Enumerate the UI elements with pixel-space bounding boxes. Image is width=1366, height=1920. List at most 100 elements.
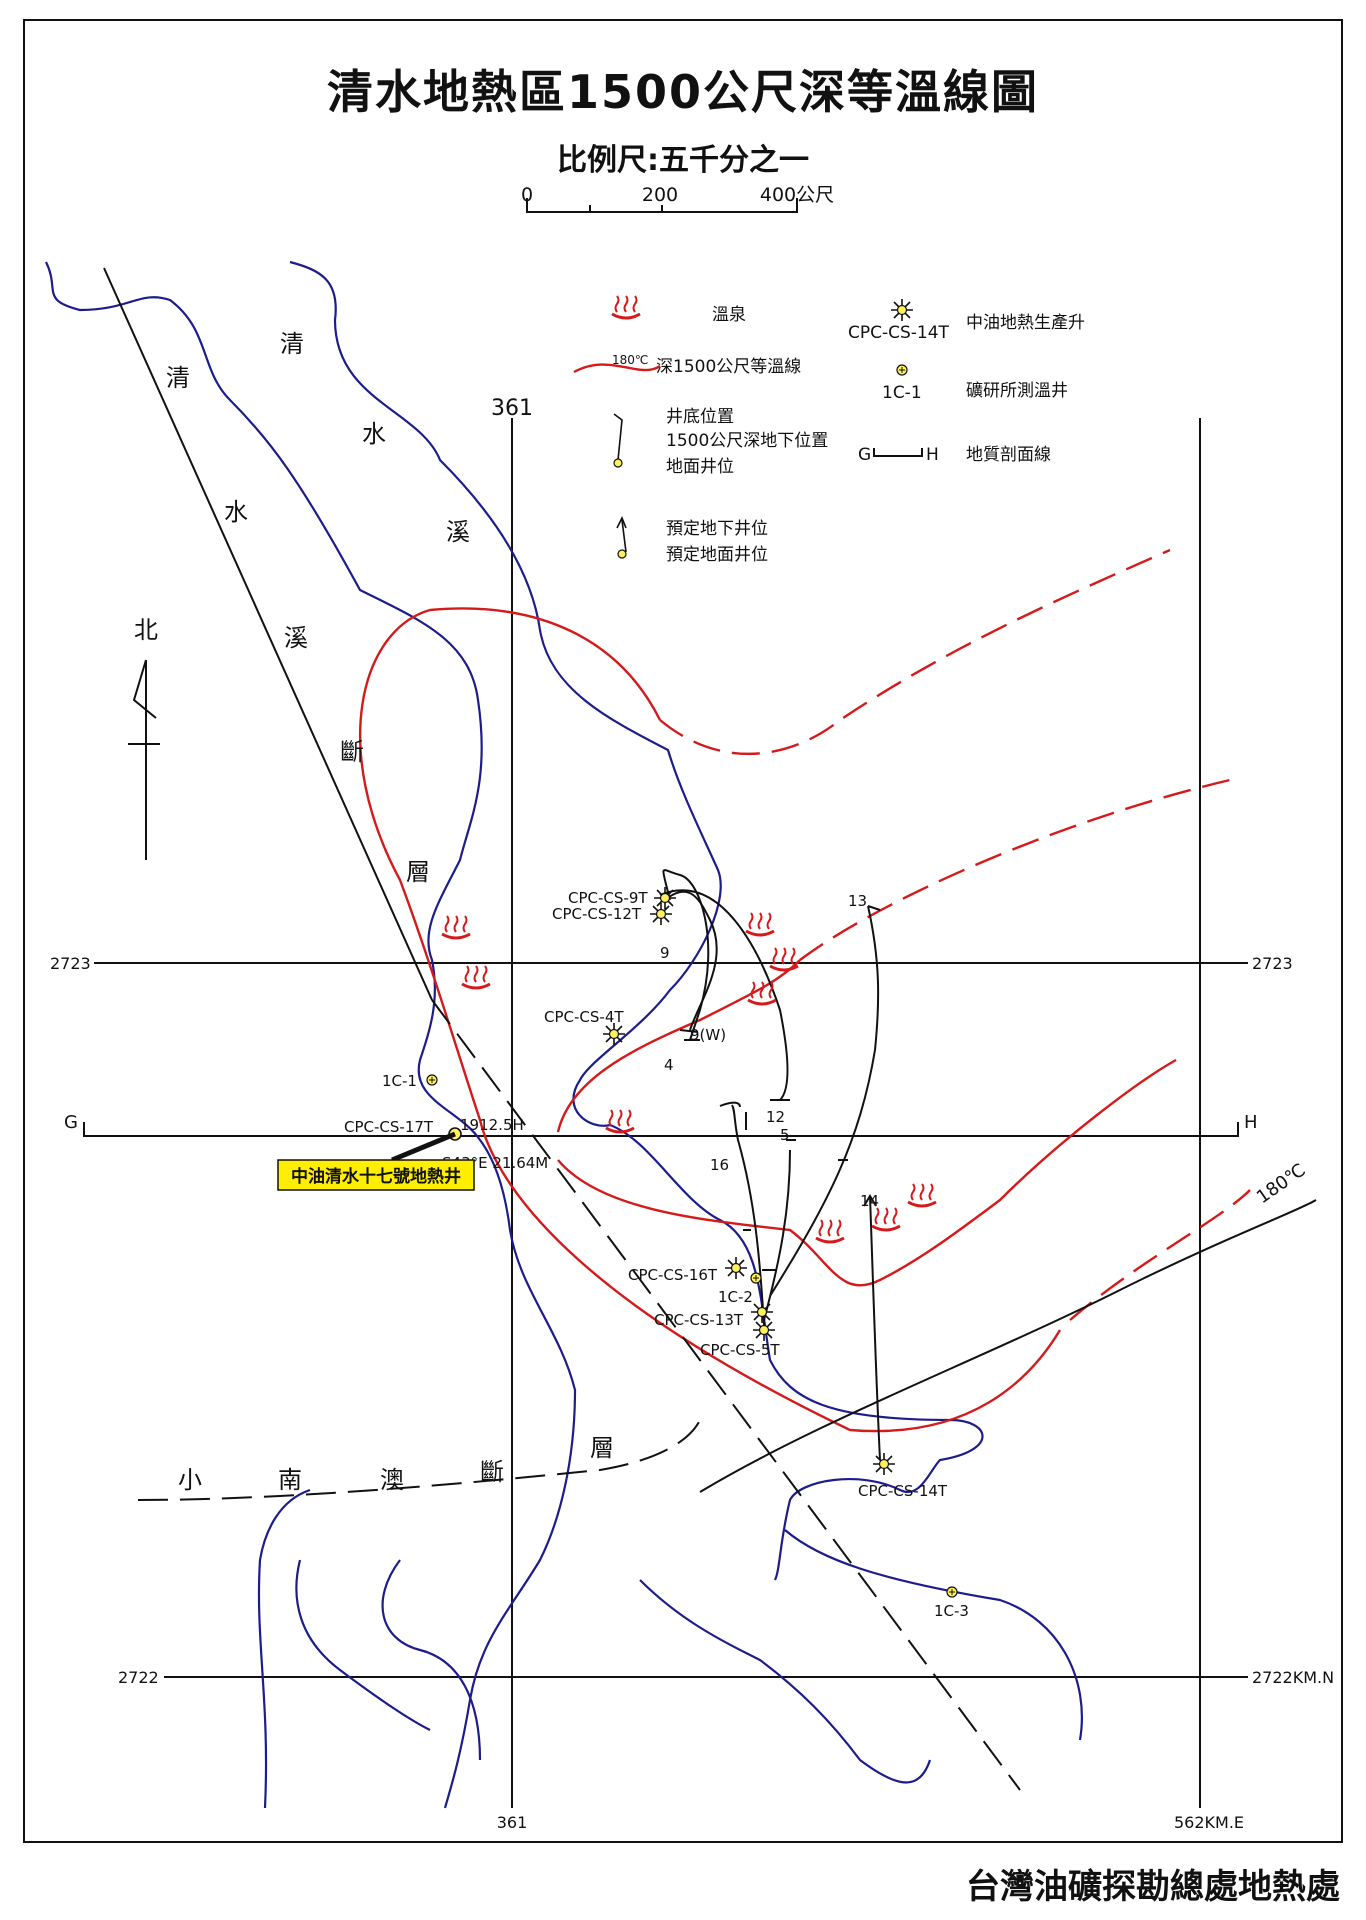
temperature-well-icon bbox=[426, 1074, 438, 1086]
scale-tick-400: 400公尺 bbox=[760, 184, 834, 206]
legend-h: H bbox=[926, 445, 939, 465]
legend-well-bottom: 井底位置 bbox=[666, 407, 734, 427]
scale-tick-200: 200 bbox=[642, 184, 678, 206]
legend-production-well-sample: CPC-CS-14T bbox=[848, 323, 950, 343]
legend-depth-1500: 1500公尺深地下位置 bbox=[666, 431, 828, 451]
hot-spring-icon bbox=[906, 1182, 938, 1208]
fault-char: 清 bbox=[166, 364, 190, 392]
section-h-label: H bbox=[1244, 1112, 1258, 1133]
legend-temp-well-sample: 1C-1 bbox=[882, 383, 922, 403]
hot-spring-icon bbox=[746, 980, 778, 1006]
grid-lines bbox=[94, 418, 1248, 1808]
hot-spring-icon bbox=[744, 911, 776, 937]
river-char: 水 bbox=[362, 420, 386, 448]
north-arrow: 北 bbox=[128, 616, 160, 860]
south-fault-char: 小 bbox=[178, 1466, 202, 1494]
well-target-16: 16 bbox=[710, 1156, 729, 1174]
temperature-well-icon bbox=[896, 364, 908, 376]
legend-production-well: 中油地熱生產升 bbox=[966, 313, 1085, 333]
legend-section-line: 地質剖面線 bbox=[966, 445, 1051, 465]
grid-y2723-left: 2723 bbox=[50, 954, 91, 973]
well-target-4: 4 bbox=[664, 1056, 674, 1074]
south-fault-char: 澳 bbox=[380, 1466, 404, 1494]
fault-char: 溪 bbox=[284, 624, 308, 652]
well-label-cs12t: CPC-CS-12T bbox=[552, 905, 642, 923]
grid-y2723-right: 2723 bbox=[1252, 954, 1293, 973]
hot-spring-icon bbox=[870, 1206, 902, 1232]
well-target-9w: 9(W) bbox=[690, 1026, 726, 1044]
legend-isotherm-sample: 180℃ bbox=[612, 353, 648, 367]
production-well-icon bbox=[750, 1300, 774, 1324]
scale-tick-0: 0 bbox=[521, 184, 533, 206]
south-fault-char: 南 bbox=[278, 1466, 302, 1494]
well-labels: CPC-CS-9T CPC-CS-12T CPC-CS-4T CPC-CS-17… bbox=[344, 889, 969, 1620]
well-label-cs16t: CPC-CS-16T bbox=[628, 1266, 718, 1284]
well-target-14: 14 bbox=[860, 1192, 879, 1210]
map-title: 清水地熱區1500公尺深等溫線圖 bbox=[327, 65, 1039, 119]
well-label-1c2: 1C-2 bbox=[718, 1288, 753, 1306]
production-well-icon bbox=[724, 1256, 748, 1280]
fault-char: 斷 bbox=[340, 738, 364, 766]
production-well-icon bbox=[602, 1022, 626, 1046]
well-label-cs5t: CPC-CS-5T bbox=[700, 1341, 780, 1359]
legend-hot-spring: 溫泉 bbox=[712, 305, 746, 325]
scale-bar: 0 200 400公尺 bbox=[521, 184, 834, 213]
legend: 溫泉 180℃ 深1500公尺等溫線 井底位置 1500公尺深地下位置 地面井位… bbox=[573, 294, 1085, 565]
hot-spring-icon bbox=[610, 294, 642, 320]
well-label-1c1: 1C-1 bbox=[382, 1072, 417, 1090]
production-well-icon bbox=[872, 1452, 896, 1476]
faults bbox=[103, 267, 1317, 1791]
callout-well-17: 中油清水十七號地熱井 bbox=[277, 1131, 475, 1191]
section-g-label: G bbox=[64, 1112, 78, 1133]
river-char: 清 bbox=[280, 330, 304, 358]
south-fault-char: 斷 bbox=[480, 1458, 504, 1486]
well-label-cs9t: CPC-CS-9T bbox=[568, 889, 648, 907]
well-target-13: 13 bbox=[848, 892, 867, 910]
legend-planned-underground: 預定地下井位 bbox=[666, 519, 768, 539]
legend-surface-well: 地面井位 bbox=[666, 457, 734, 477]
legend-planned-surface: 預定地面井位 bbox=[666, 545, 768, 565]
grid-y2722-right: 2722KM.N bbox=[1252, 1668, 1334, 1687]
production-wells bbox=[602, 886, 896, 1476]
legend-isotherm: 深1500公尺等溫線 bbox=[656, 357, 801, 377]
well-target-5: 5 bbox=[780, 1126, 790, 1144]
temperature-well-icon bbox=[946, 1586, 958, 1598]
hot-spring-icon bbox=[768, 946, 800, 972]
well-label-cs14t: CPC-CS-14T bbox=[858, 1482, 948, 1500]
fault-char: 層 bbox=[406, 858, 430, 886]
production-well-icon bbox=[752, 1318, 776, 1342]
credit: 台灣油礦探勘總處地熱處 bbox=[966, 1867, 1340, 1907]
well-depth-label: 1912.5H bbox=[460, 1116, 524, 1134]
well-label-cs17t: CPC-CS-17T bbox=[344, 1118, 434, 1136]
map-frame bbox=[23, 19, 1343, 1843]
production-well-icon bbox=[649, 902, 673, 926]
callout-text: 中油清水十七號地熱井 bbox=[291, 1166, 461, 1187]
production-well-icon bbox=[653, 886, 677, 910]
section-line-gh: G H bbox=[64, 1112, 1258, 1137]
grid-y2722-left: 2722 bbox=[118, 1668, 159, 1687]
isotherms bbox=[359, 548, 1251, 1433]
production-well-icon bbox=[890, 298, 914, 322]
river-char: 溪 bbox=[446, 518, 470, 546]
grid-x361-top: 361 bbox=[491, 396, 533, 421]
fault-char: 水 bbox=[224, 498, 248, 526]
grid-x562: 562KM.E bbox=[1174, 1813, 1244, 1832]
well-target-9: 9 bbox=[660, 944, 670, 962]
well-target-12: 12 bbox=[766, 1108, 785, 1126]
hot-spring-icon bbox=[460, 964, 492, 990]
well-label-cs4t: CPC-CS-4T bbox=[544, 1008, 624, 1026]
legend-temp-well: 礦研所測溫井 bbox=[966, 381, 1068, 401]
rivers bbox=[45, 260, 1083, 1809]
scale-label: 比例尺:五千分之一 bbox=[557, 143, 809, 178]
north-label: 北 bbox=[134, 616, 158, 644]
legend-g: G bbox=[858, 445, 871, 465]
hot-spring-icon bbox=[814, 1218, 846, 1244]
grid-x361-bottom: 361 bbox=[497, 1813, 528, 1832]
isotherm-value-label: 180℃ bbox=[1253, 1160, 1310, 1209]
south-fault-char: 層 bbox=[590, 1434, 614, 1462]
well-traces bbox=[659, 869, 881, 1461]
temperature-well-icon bbox=[750, 1272, 762, 1284]
hot-spring-icon bbox=[440, 914, 472, 940]
well-label-cs13t: CPC-CS-13T bbox=[654, 1311, 744, 1329]
